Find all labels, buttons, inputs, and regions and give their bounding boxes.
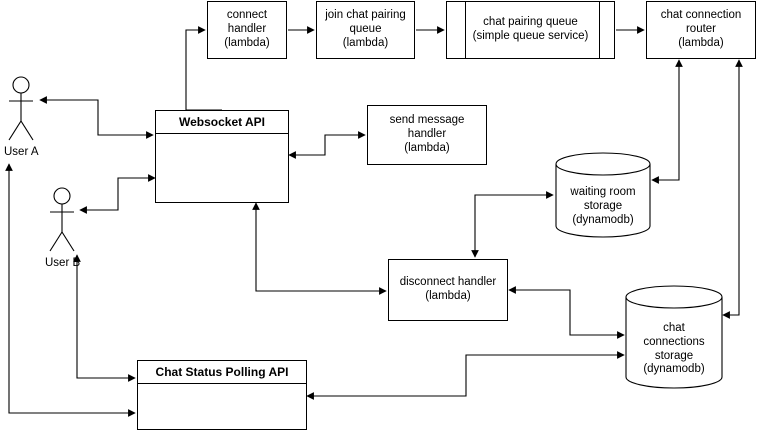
edge-user-b-polling <box>73 254 136 382</box>
router-box: chat connection router (lambda) <box>646 1 756 59</box>
disconnect-label: disconnect handler (lambda) <box>399 276 497 302</box>
user-a-label: User A <box>4 146 39 158</box>
queue-right-divider <box>599 2 600 58</box>
connections-cylinder-icon <box>625 285 723 389</box>
pairing-queue-box: chat pairing queue (simple queue service… <box>446 1 615 59</box>
send-message-label: send message handler (lambda) <box>389 114 465 154</box>
user-b-label: User B <box>45 257 81 269</box>
edge-polling-connections <box>306 351 625 400</box>
connections-storage-label: chat connections storage (dynamodb) <box>643 322 705 376</box>
disconnect-handler-box: disconnect handler (lambda) <box>388 259 508 321</box>
polling-api-title: Chat Status Polling API <box>138 361 306 384</box>
join-queue-handler-box: join chat pairing queue (lambda) <box>316 1 415 59</box>
pairing-queue-label: chat pairing queue (simple queue service… <box>472 16 589 42</box>
edge-user-b-websocket <box>79 174 156 214</box>
connect-handler-box: connect handler (lambda) <box>207 1 287 59</box>
edge-user-a-websocket <box>39 96 154 139</box>
edge-router-waiting-room <box>651 59 683 184</box>
edge-user-a-polling <box>5 163 136 417</box>
queue-left-divider <box>465 2 466 58</box>
edge-disconnect-connections <box>508 286 625 339</box>
router-label: chat connection router (lambda) <box>660 9 742 49</box>
edge-websocket-disconnect <box>252 202 387 295</box>
websocket-api-box: Websocket API <box>155 110 289 203</box>
edge-router-connections <box>722 59 743 319</box>
join-queue-label: join chat pairing queue (lambda) <box>325 9 406 49</box>
waiting-room-cylinder-icon <box>555 152 651 238</box>
connect-handler-label: connect handler (lambda) <box>224 9 270 49</box>
waiting-room-label: waiting room storage (dynamodb) <box>570 186 636 226</box>
polling-api-box: Chat Status Polling API <box>137 360 307 430</box>
websocket-api-title: Websocket API <box>156 111 288 134</box>
user-a-figure-icon <box>8 76 34 141</box>
user-b-figure-icon <box>49 187 75 252</box>
edge-waiting-room-disconnect <box>471 191 554 258</box>
edge-websocket-send-message <box>288 131 366 159</box>
send-message-handler-box: send message handler (lambda) <box>367 105 487 165</box>
